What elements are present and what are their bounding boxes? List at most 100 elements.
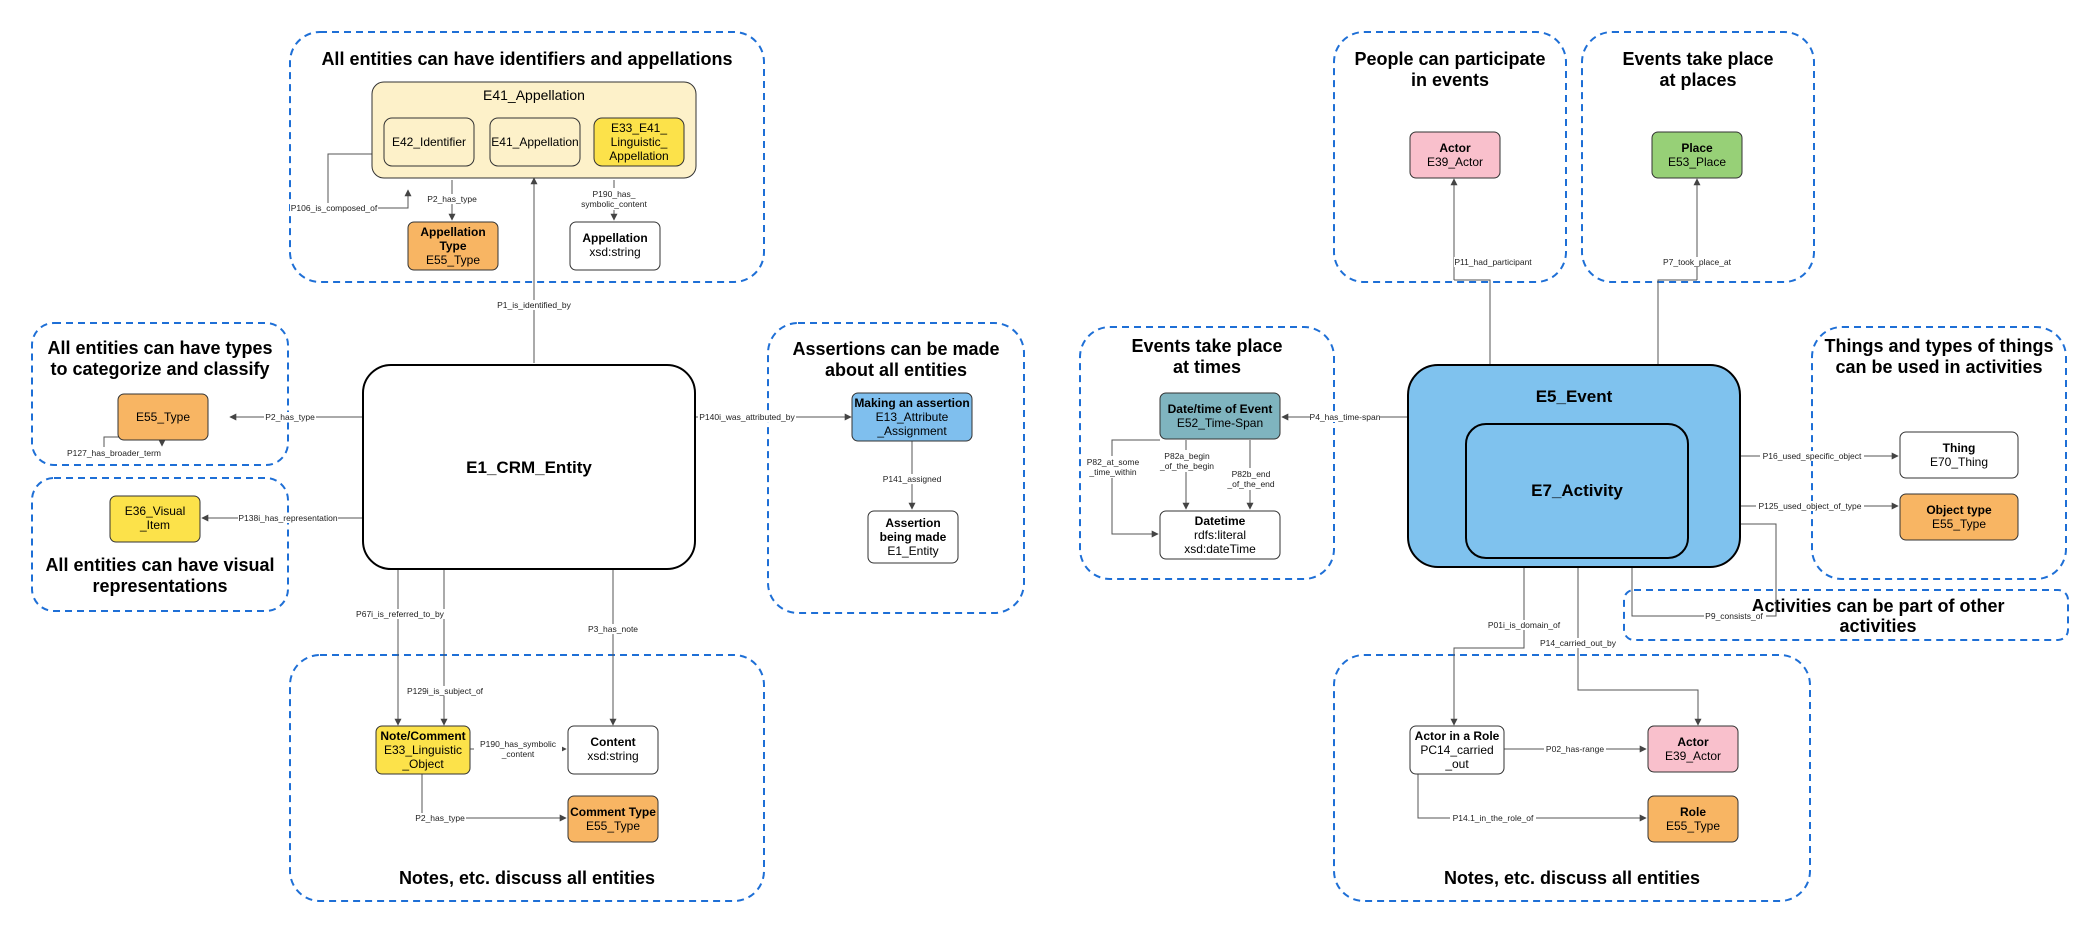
svg-text:E41_Appellation: E41_Appellation xyxy=(491,135,578,149)
svg-text:Note/Comment: Note/Comment xyxy=(380,729,465,743)
group-types-title-2: to categorize and classify xyxy=(50,359,269,379)
edge-connector xyxy=(1657,279,1697,365)
svg-text:P82a_begin: P82a_begin xyxy=(1164,451,1210,461)
svg-text:Datetime: Datetime xyxy=(1195,514,1246,528)
edge-p11-label: P11_had_participant xyxy=(1454,257,1532,267)
svg-text:Content: Content xyxy=(590,735,635,749)
edge-p4-label: P4_has_time-span xyxy=(1310,412,1381,422)
svg-text:E39_Actor: E39_Actor xyxy=(1665,749,1721,763)
svg-text:Appellation: Appellation xyxy=(582,231,647,245)
edge-p16-label: P16_used_specific_object xyxy=(1760,451,1864,461)
svg-text:P9_consists_of: P9_consists_of xyxy=(1705,611,1763,621)
svg-text:Making an assertion: Making an assertion xyxy=(854,396,969,410)
svg-text:E39_Actor: E39_Actor xyxy=(1427,155,1483,169)
group-assertions-title-1: Assertions can be made xyxy=(792,339,999,359)
svg-text:_of_the_end: _of_the_end xyxy=(1226,479,1275,489)
svg-text:Place: Place xyxy=(1681,141,1713,155)
node-e1-crm-entity[interactable]: E1_CRM_Entity xyxy=(362,364,696,570)
svg-text:P2_has_type: P2_has_type xyxy=(265,412,315,422)
node-time-span[interactable]: Date/time of Event E52_Time-Span xyxy=(1159,392,1281,440)
node-object-type[interactable]: Object type E55_Type xyxy=(1899,493,2019,541)
node-actor-in-role[interactable]: Actor in a Role PC14_carried _out xyxy=(1409,725,1505,775)
edge-p67-label: P67i_is_referred_to_by xyxy=(354,609,446,619)
svg-text:E52_Time-Span: E52_Time-Span xyxy=(1177,416,1263,430)
svg-text:E5_Event: E5_Event xyxy=(1536,387,1613,406)
node-e55-type-left[interactable]: E55_Type xyxy=(117,393,209,441)
node-thing[interactable]: Thing E70_Thing xyxy=(1899,431,2019,479)
node-role[interactable]: Role E55_Type xyxy=(1647,795,1739,843)
svg-text:E41_Appellation: E41_Appellation xyxy=(483,87,585,103)
group-notes-left: Notes, etc. discuss all entities xyxy=(289,654,765,902)
group-people-title-1: People can participate xyxy=(1354,49,1545,69)
group-identifiers: All entities can have identifiers and ap… xyxy=(289,31,765,283)
svg-text:P4_has_time-span: P4_has_time-span xyxy=(1310,412,1381,422)
svg-text:P7_took_place_at: P7_took_place_at xyxy=(1663,257,1732,267)
edge-p127-label: P127_has_broader_term xyxy=(66,448,162,458)
node-assertion-being-made[interactable]: Assertion being made E1_Entity xyxy=(867,510,959,564)
svg-text:E70_Thing: E70_Thing xyxy=(1930,455,1988,469)
svg-text:E33_Linguistic: E33_Linguistic xyxy=(384,743,462,757)
svg-text:E55_Type: E55_Type xyxy=(1932,517,1986,531)
node-datetime[interactable]: Datetime rdfs:literal xsd:dateTime xyxy=(1159,510,1281,560)
svg-text:P190_has_: P190_has_ xyxy=(592,189,635,199)
node-e41-appellation-inner[interactable]: E41_Appellation xyxy=(489,117,581,167)
edge-p190-appellation-label: P190_has_ symbolic_content xyxy=(578,188,652,210)
svg-text:_Item: _Item xyxy=(139,518,170,532)
svg-text:symbolic_content: symbolic_content xyxy=(581,199,647,209)
edge-p138-label: P138i_has_representation xyxy=(238,513,338,523)
svg-text:P14_carried_out_by: P14_carried_out_by xyxy=(1540,638,1617,648)
group-times-title-1: Events take place xyxy=(1131,336,1282,356)
svg-text:P11_had_participant: P11_had_participant xyxy=(1454,257,1532,267)
node-e7-activity[interactable]: E7_Activity xyxy=(1465,423,1689,559)
svg-text:xsd:string: xsd:string xyxy=(587,749,638,763)
svg-text:Thing: Thing xyxy=(1943,441,1976,455)
svg-text:P82_at_some: P82_at_some xyxy=(1087,457,1140,467)
svg-text:P3_has_note: P3_has_note xyxy=(588,624,638,634)
group-people-title-2: in events xyxy=(1411,70,1489,90)
node-e42-identifier[interactable]: E42_Identifier xyxy=(383,117,475,167)
svg-text:Actor in a Role: Actor in a Role xyxy=(1415,729,1500,743)
svg-text:rdfs:literal: rdfs:literal xyxy=(1194,528,1246,542)
edge-p129-label: P129i_is_subject_of xyxy=(406,686,484,696)
group-types-title-1: All entities can have types xyxy=(47,338,272,358)
node-making-assertion[interactable]: Making an assertion E13_Attribute _Assig… xyxy=(851,392,973,442)
svg-text:E53_Place: E53_Place xyxy=(1668,155,1726,169)
group-visual-title-2: representations xyxy=(92,576,227,596)
group-identifiers-title: All entities can have identifiers and ap… xyxy=(321,49,732,69)
node-comment-type[interactable]: Comment Type E55_Type xyxy=(567,795,659,843)
group-activities: Activities can be part of other activiti… xyxy=(1623,589,2069,641)
svg-text:P140i_was_attributed_by: P140i_was_attributed_by xyxy=(699,412,795,422)
node-appellation-string[interactable]: Appellation xsd:string xyxy=(569,221,661,271)
svg-text:Comment Type: Comment Type xyxy=(570,805,656,819)
node-place[interactable]: Place E53_Place xyxy=(1651,131,1743,179)
svg-text:P129i_is_subject_of: P129i_is_subject_of xyxy=(407,686,484,696)
svg-text:P14.1_in_the_role_of: P14.1_in_the_role_of xyxy=(1453,813,1534,823)
group-notes-right-title: Notes, etc. discuss all entities xyxy=(1444,868,1700,888)
svg-text:P01i_is_domain_of: P01i_is_domain_of xyxy=(1488,620,1561,630)
node-actor-top[interactable]: Actor E39_Actor xyxy=(1409,131,1501,179)
node-e36-visual-item[interactable]: E36_Visual _Item xyxy=(109,495,201,543)
edge-p2-note-label: P2_has_type xyxy=(414,813,466,823)
svg-text:P125_used_object_of_type: P125_used_object_of_type xyxy=(1758,501,1861,511)
svg-text:_Assignment: _Assignment xyxy=(876,424,947,438)
node-e33-e41-linguistic-appellation[interactable]: E33_E41_ Linguistic_ Appellation xyxy=(593,117,685,167)
svg-text:E42_Identifier: E42_Identifier xyxy=(392,135,466,149)
svg-text:P127_has_broader_term: P127_has_broader_term xyxy=(67,448,161,458)
svg-text:P67i_is_referred_to_by: P67i_is_referred_to_by xyxy=(356,609,445,619)
svg-text:E13_Attribute: E13_Attribute xyxy=(876,410,949,424)
svg-text:P141_assigned: P141_assigned xyxy=(883,474,942,484)
node-actor-bottom[interactable]: Actor E39_Actor xyxy=(1647,725,1739,773)
group-places: Events take place at places xyxy=(1581,31,1815,283)
node-content[interactable]: Content xsd:string xyxy=(567,725,659,775)
edge-p82a-label: P82a_begin _of_the_begin xyxy=(1159,450,1214,472)
group-visual-title-1: All entities can have visual xyxy=(45,555,274,575)
svg-text:Actor: Actor xyxy=(1677,735,1709,749)
node-appellation-type[interactable]: Appellation Type E55_Type xyxy=(407,221,499,271)
edge-p9-label: P9_consists_of xyxy=(1704,611,1766,621)
svg-text:E55_Type: E55_Type xyxy=(1666,819,1720,833)
group-types: All entities can have types to categoriz… xyxy=(31,322,289,466)
node-note-comment[interactable]: Note/Comment E33_Linguistic _Object xyxy=(375,725,471,775)
svg-text:P106_is_composed_of: P106_is_composed_of xyxy=(291,203,378,213)
edge-p1-label: P1_is_identified_by xyxy=(494,300,574,310)
